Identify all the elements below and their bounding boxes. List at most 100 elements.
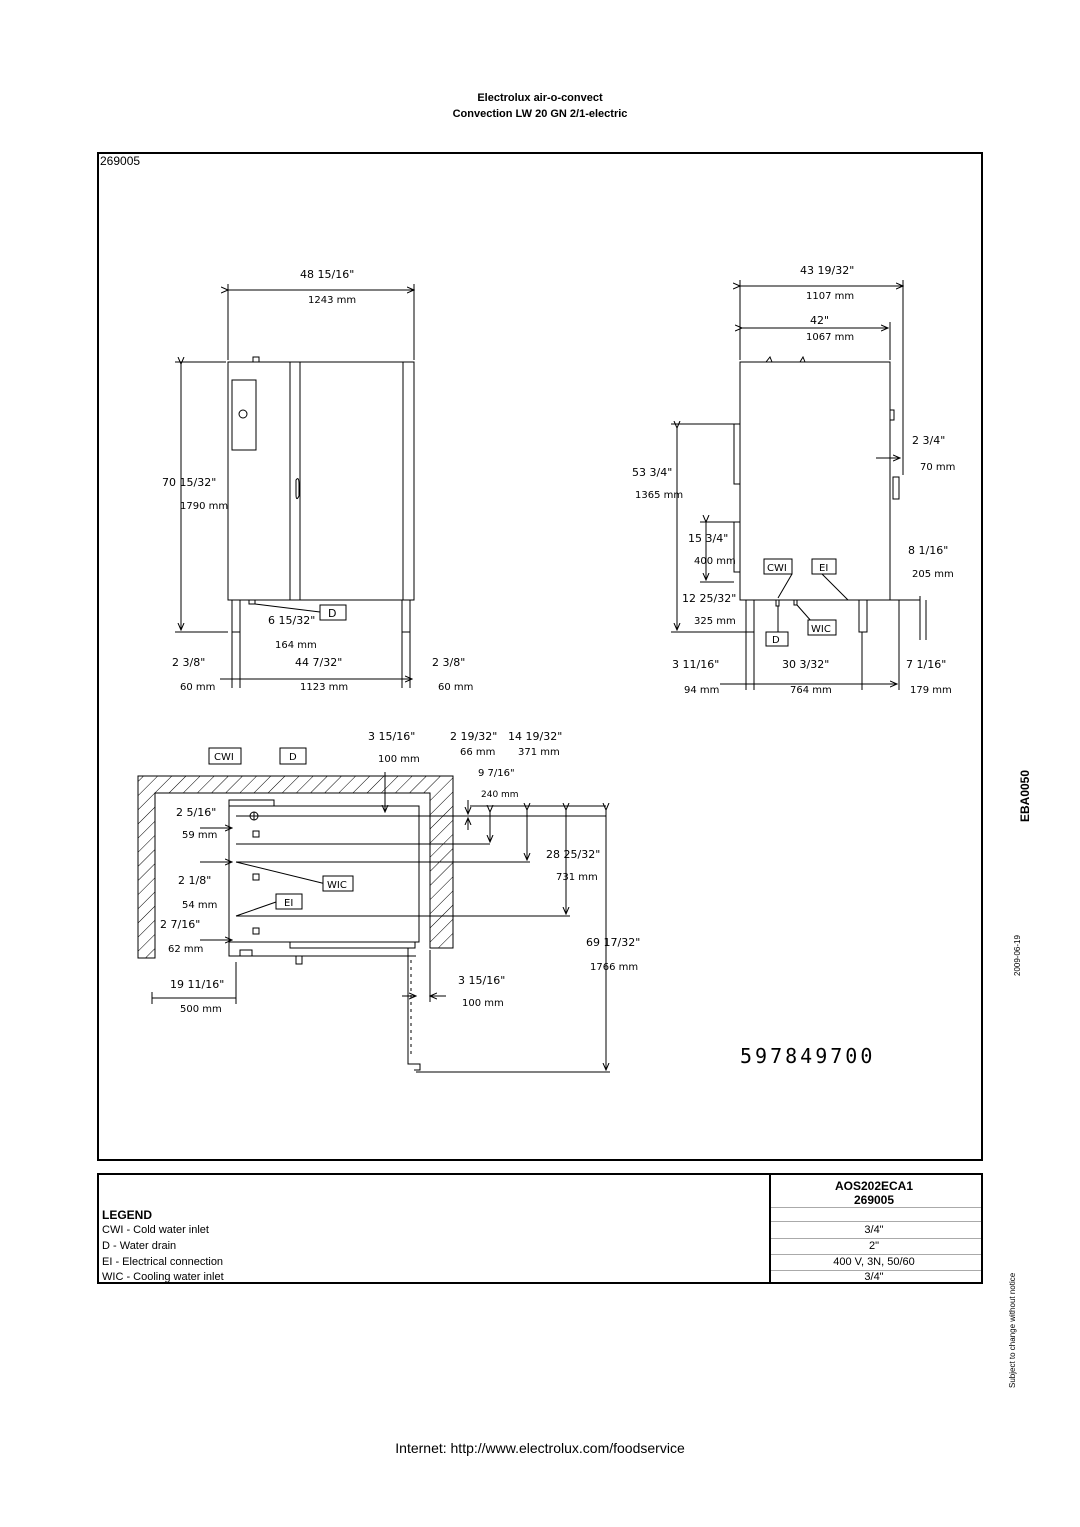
plan-k-in: 3 15/16" [458, 974, 505, 987]
legend-table: AOS202ECA1 269005 LEGEND CWI - Cold wate… [97, 1173, 983, 1284]
legend-rule [771, 1254, 981, 1255]
side-mid-mm: 400 mm [694, 556, 736, 567]
side-body-mm: 1067 mm [806, 332, 854, 343]
plan-k-mm: 100 mm [462, 998, 504, 1009]
side-tag-cwi: CWI [767, 563, 787, 574]
plan-c-mm: 371 mm [518, 747, 560, 758]
plan-h-in: 19 11/16" [170, 978, 224, 991]
legend-value: 400 V, 3N, 50/60 [833, 1256, 915, 1268]
tag-box-plan-d [279, 747, 307, 765]
front-width-mm: 1243 mm [308, 295, 356, 306]
front-width-in: 48 15/16" [300, 268, 354, 281]
plan-e-mm: 59 mm [182, 830, 217, 841]
legend-value: 2" [868, 1240, 880, 1252]
plan-j-mm: 1766 mm [590, 962, 638, 973]
plan-i-in: 28 25/32" [546, 848, 600, 861]
legend-divider [769, 1175, 771, 1282]
side-right-mid-in: 8 1/16" [908, 544, 948, 557]
side-top-in: 53 3/4" [632, 466, 672, 479]
plan-e-in: 2 5/16" [176, 806, 216, 819]
legend-model: AOS202ECA1 [834, 1179, 914, 1193]
front-center-mm: 1123 mm [300, 682, 348, 693]
side-b2-in: 30 3/32" [782, 658, 829, 671]
plan-a-mm: 100 mm [378, 754, 420, 765]
side-body-in: 42" [810, 314, 829, 327]
front-view [175, 284, 414, 688]
reference-number: 597849700 [740, 1044, 876, 1068]
side-notice: Subject to change without notice [1008, 1272, 1017, 1388]
side-depth-mm: 1107 mm [806, 291, 854, 302]
plan-b-mm: 66 mm [460, 747, 495, 758]
side-tag-d: D [772, 635, 780, 646]
legend-rule [771, 1270, 981, 1271]
legend-rule [771, 1221, 981, 1222]
side-b3-in: 7 1/16" [906, 658, 946, 671]
tag-box-d2 [765, 631, 789, 647]
plan-tag-ei: EI [284, 898, 293, 909]
plan-c-in: 14 19/32" [508, 730, 562, 743]
legend-title: LEGEND [102, 1208, 153, 1222]
legend-label: WIC - Cooling water inlet [102, 1271, 224, 1283]
tag-box-ei [811, 558, 837, 575]
front-left-mm: 60 mm [180, 682, 215, 693]
plan-tag-wic: WIC [327, 880, 347, 891]
plan-g-mm: 62 mm [168, 944, 203, 955]
front-left-in: 2 3/8" [172, 656, 205, 669]
side-tag-ei: EI [819, 563, 828, 574]
drawing-id: EBA0050 [1018, 769, 1032, 822]
tag-box-cwi [763, 558, 793, 575]
drawing-frame [97, 152, 983, 1161]
front-height-in: 70 15/32" [162, 476, 216, 489]
plan-f-mm: 54 mm [182, 900, 217, 911]
side-right-top-in: 2 3/4" [912, 434, 945, 447]
plan-d-in: 9 7/16" [478, 768, 515, 779]
plan-j-in: 69 17/32" [586, 936, 640, 949]
side-low-mm: 325 mm [694, 616, 736, 627]
front-right-in: 2 3/8" [432, 656, 465, 669]
model-line: Convection LW 20 GN 2/1-electric [452, 108, 628, 120]
plan-view [137, 772, 610, 1073]
legend-value: 3/4" [864, 1271, 884, 1283]
tag-box-plan-cwi [208, 747, 242, 765]
side-depth-in: 43 19/32" [800, 264, 854, 277]
legend-label: EI - Electrical connection [102, 1256, 224, 1268]
side-mid-in: 15 3/4" [688, 532, 728, 545]
plan-g-in: 2 7/16" [160, 918, 200, 931]
legend-label: D - Water drain [102, 1240, 177, 1252]
front-drain-height-in: 6 15/32" [268, 614, 315, 627]
plan-tag-d: D [289, 752, 297, 763]
plan-f-in: 2 1/8" [178, 874, 211, 887]
tag-box-plan-wic [322, 875, 354, 892]
plan-h-mm: 500 mm [180, 1004, 222, 1015]
side-tag-wic: WIC [811, 624, 831, 635]
side-view [671, 280, 927, 690]
side-right-mid-mm: 205 mm [912, 569, 954, 580]
legend-rule [771, 1238, 981, 1239]
tag-box-wic [807, 619, 837, 636]
legend-rule [771, 1207, 981, 1208]
tag-box-d [319, 604, 347, 621]
legend-label: CWI - Cold water inlet [102, 1224, 209, 1236]
side-top-mm: 1365 mm [635, 490, 683, 501]
side-low-in: 12 25/32" [682, 592, 736, 605]
front-right-mm: 60 mm [438, 682, 473, 693]
front-tag-d: D [328, 607, 336, 620]
side-b2-mm: 764 mm [790, 685, 832, 696]
plan-tag-cwi: CWI [214, 752, 234, 763]
front-center-in: 44 7/32" [295, 656, 342, 669]
drawing-date: 2009-06-19 [1013, 935, 1022, 976]
legend-value: 3/4" [864, 1224, 884, 1236]
brand-line: Electrolux air-o-convect [477, 92, 603, 104]
side-b1-mm: 94 mm [684, 685, 719, 696]
tag-box-plan-ei [275, 893, 303, 910]
front-drain-height-mm: 164 mm [275, 640, 317, 651]
drawing-code: 269005 [100, 154, 141, 168]
side-b3-mm: 179 mm [910, 685, 952, 696]
plan-a-in: 3 15/16" [368, 730, 415, 743]
plan-b-in: 2 19/32" [450, 730, 497, 743]
side-right-top-mm: 70 mm [920, 462, 955, 473]
plan-d-mm: 240 mm [481, 790, 519, 800]
legend-code: 269005 [853, 1193, 895, 1207]
front-height-mm: 1790 mm [180, 501, 228, 512]
